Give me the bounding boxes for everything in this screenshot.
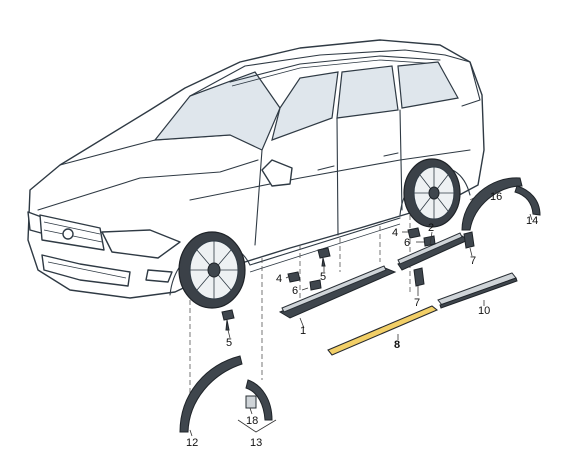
wheel-arch-trim-part-14: [514, 185, 541, 216]
front-side-window: [271, 71, 339, 141]
fastener-5-lower: [221, 309, 235, 331]
rear-wheel: [403, 158, 461, 228]
label-part-5a: 5: [226, 337, 232, 349]
label-part-8: 8: [394, 339, 400, 351]
fastener-7-upper: [463, 231, 475, 249]
side-mirror: [261, 159, 293, 187]
wheel-arch-trim-part-12: [179, 355, 243, 433]
trim-part-10: [437, 272, 517, 306]
label-part-6b: 6: [404, 237, 410, 249]
label-part-5b: 5: [320, 271, 326, 283]
fastener-5-upper: [317, 247, 331, 267]
callout-labels: 1 2 4 4 5 5 6 6 7 7 8 10 12 13 14 16 18: [186, 191, 538, 449]
label-part-7b: 7: [470, 255, 476, 267]
lower-grille: [41, 254, 131, 287]
label-part-13: 13: [250, 437, 262, 449]
rear-side-window: [336, 65, 399, 119]
headlight: [101, 229, 181, 259]
label-part-1: 1: [300, 325, 306, 337]
front-wheel: [178, 231, 246, 309]
trim-strip-part-8: [327, 305, 439, 356]
quarter-window: [397, 61, 459, 109]
arch-segment-part-13: [245, 379, 273, 421]
clip-part-18: [245, 395, 257, 409]
fastener-7-lower: [413, 267, 425, 287]
label-part-18: 18: [246, 415, 258, 427]
label-part-16: 16: [490, 191, 502, 203]
brand-emblem: [62, 228, 74, 240]
label-part-6a: 6: [292, 285, 298, 297]
label-part-2: 2: [428, 222, 434, 234]
label-part-10: 10: [478, 305, 490, 317]
car-illustration: [27, 39, 485, 299]
wheel-arch-trim-part-16: [461, 177, 523, 231]
leader-lines: [189, 190, 533, 437]
label-part-14: 14: [526, 215, 538, 227]
label-part-4b: 4: [392, 227, 398, 239]
label-part-12: 12: [186, 437, 198, 449]
fastener-4-6-left: [287, 271, 322, 291]
label-part-4a: 4: [276, 273, 282, 285]
label-part-7a: 7: [414, 297, 420, 309]
fastener-4-6-right: [407, 227, 436, 247]
